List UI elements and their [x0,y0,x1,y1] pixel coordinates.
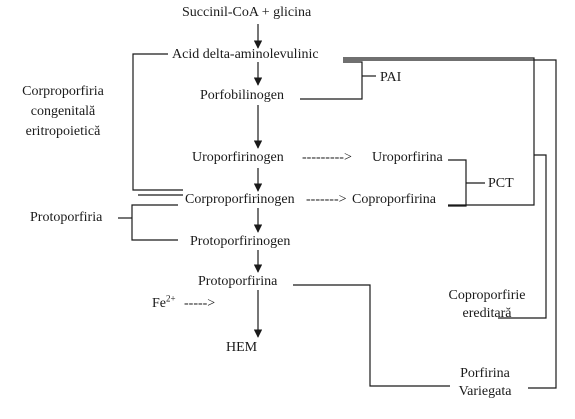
corproporfirinogen-label: Corproporfirinogen [185,192,295,207]
corproporfirinogen-arrow: -------> [306,192,347,207]
uroporfirina-label: Uroporfirina [372,150,443,165]
iron-label: Fe2+ [152,293,176,311]
hc-bracket-line-bottom [498,154,547,319]
uroporfirinogen-arrow: ---------> [302,150,352,165]
pct-label: PCT [488,176,514,191]
pai-label: PAI [380,70,402,85]
vp-bracket-line-bottom [293,284,450,387]
substrates-label: Succinil-CoA + glicina [182,5,312,20]
protoporfiria-bracket-line [131,204,178,241]
uroporfirinogen-label: Uroporfirinogen [192,150,284,165]
coproporfirina-label: Coproporfirina [352,192,436,207]
protoporfirinogen-label: Protoporfirinogen [190,234,291,249]
cep-label-line-3: eritropoietică [25,124,101,139]
cep-label-line-2: congenitală [30,104,96,119]
hc-label-line-1: Coproporfirie [448,288,526,303]
vp-bracket-line-top [343,59,557,389]
pai-bracket-line [300,61,363,100]
vp-label-line-1: Porfirina [460,366,510,381]
pct-bracket-line [448,159,467,207]
protoporfirina-label: Protoporfirina [198,274,278,289]
cep-bracket-line [132,53,183,191]
iron-charge: 2+ [166,293,176,304]
hc-bracket-line-top [343,57,535,206]
hc-label-line-2: ereditară [462,306,512,321]
hem-label: HEM [226,340,258,355]
porfobilinogen-label: Porfobilinogen [200,88,284,103]
cep-label-line-1: Corproporfiria [22,84,104,99]
iron-arrow: -----> [184,296,216,311]
vp-label-line-2: Variegata [458,384,512,399]
protoporfiria-label: Protoporfiria [30,210,103,225]
ala-label: Acid delta-aminolevulinic [172,47,319,62]
